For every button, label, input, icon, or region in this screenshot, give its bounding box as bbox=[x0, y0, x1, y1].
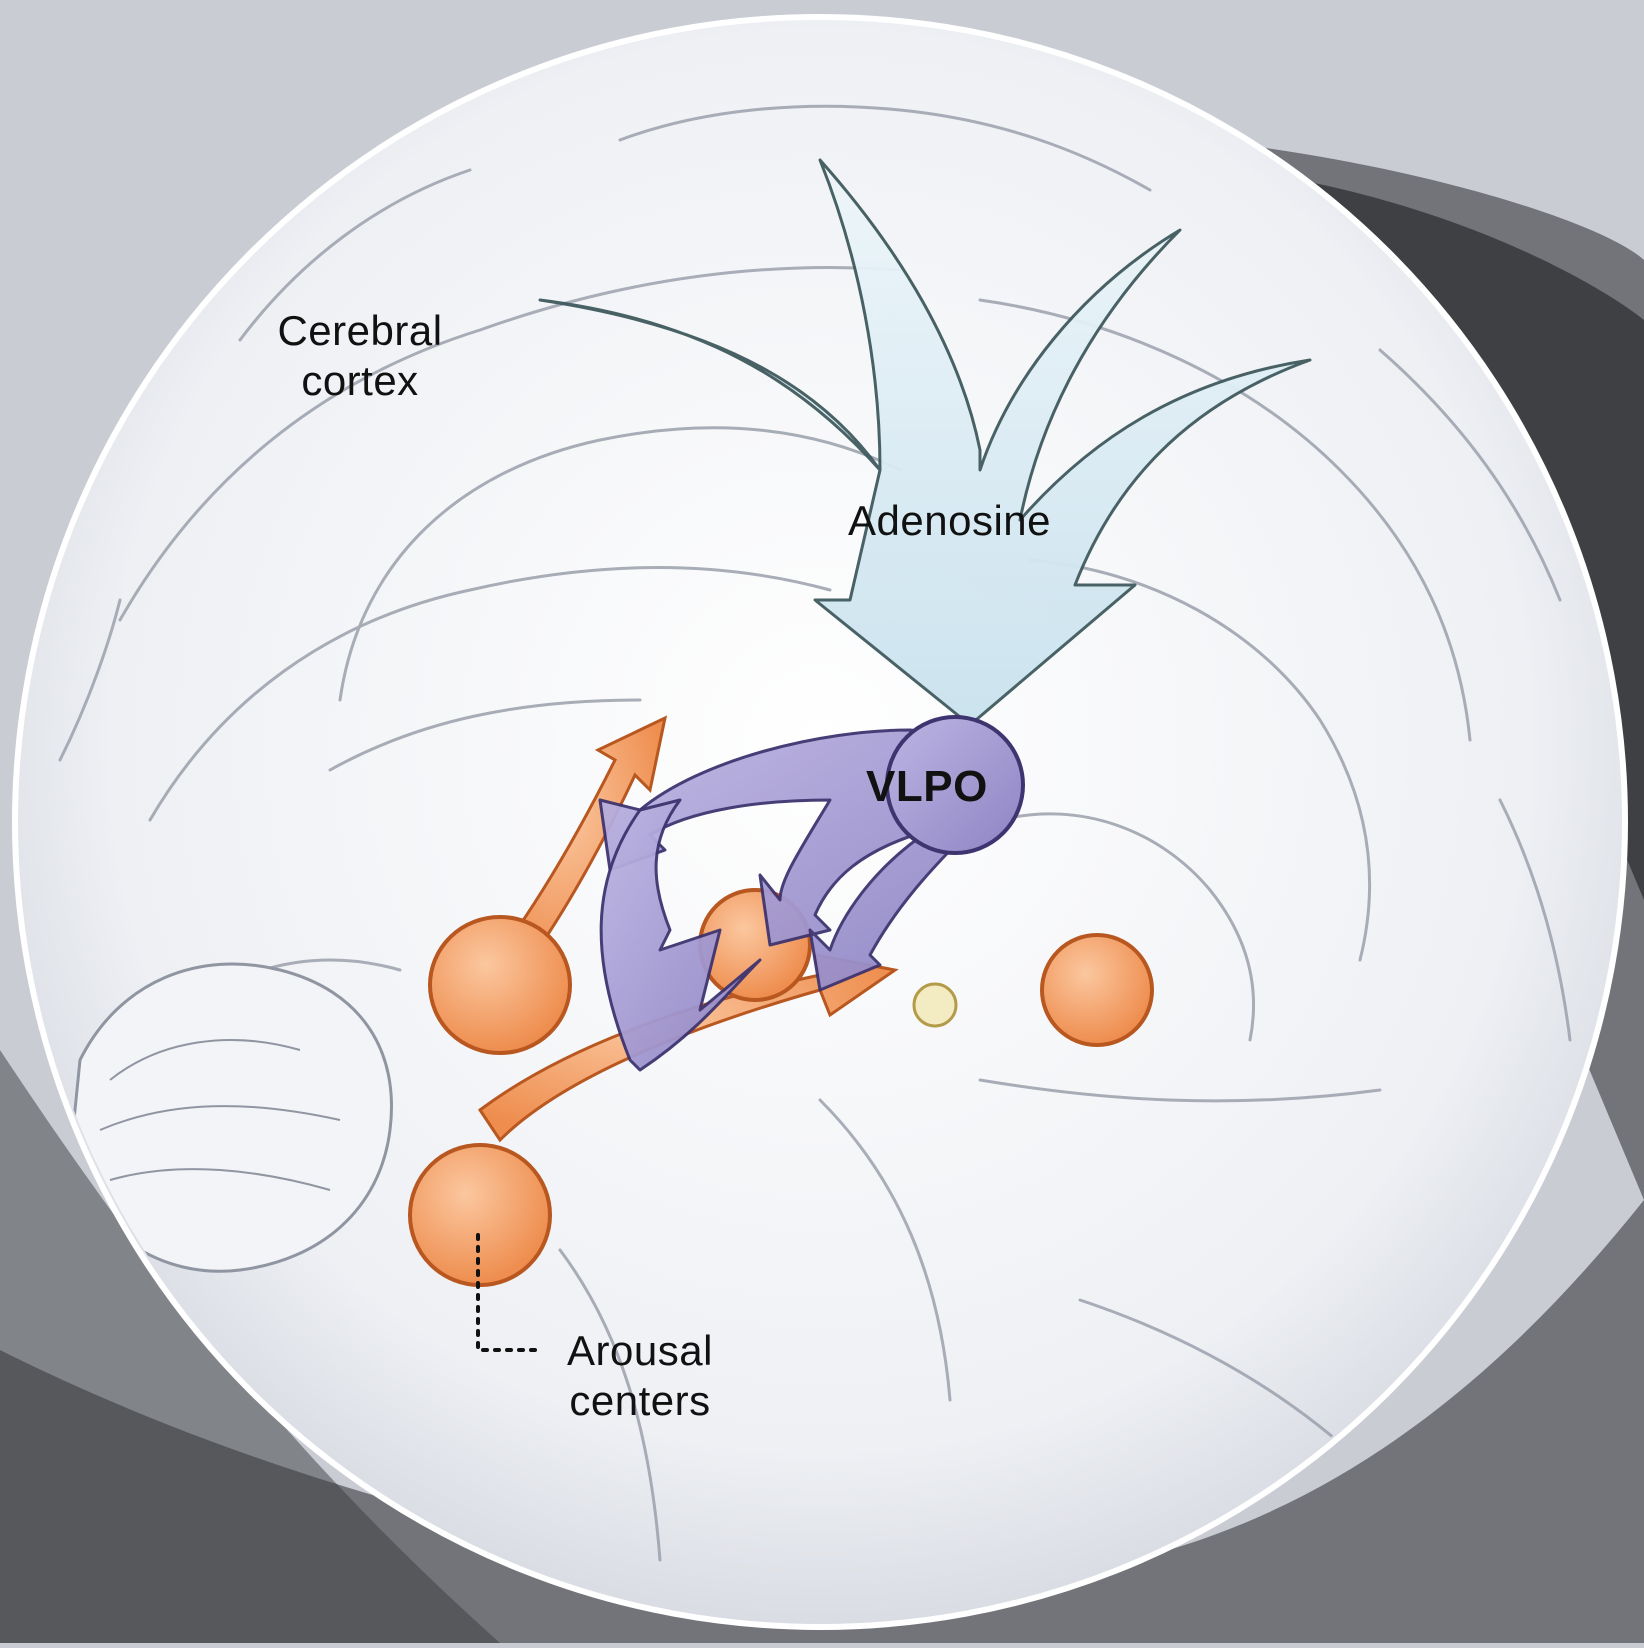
cerebral-cortex-label: Cerebral cortex bbox=[250, 306, 470, 406]
vlpo-label: VLPO bbox=[866, 762, 988, 812]
arousal-centers-line-1: Arousal bbox=[540, 1326, 740, 1376]
arousal-centers-label: Arousal centers bbox=[540, 1326, 740, 1426]
arousal-node-upper-left bbox=[430, 917, 570, 1053]
cerebral-cortex-line-1: Cerebral bbox=[250, 306, 470, 356]
adenosine-label: Adenosine bbox=[848, 496, 1051, 546]
arousal-centers-line-2: centers bbox=[540, 1376, 740, 1426]
arousal-node-lower-left bbox=[410, 1145, 550, 1285]
small-yellow-dot bbox=[914, 984, 956, 1026]
arousal-node-right bbox=[1042, 935, 1152, 1045]
cerebral-cortex-line-2: cortex bbox=[250, 356, 470, 406]
